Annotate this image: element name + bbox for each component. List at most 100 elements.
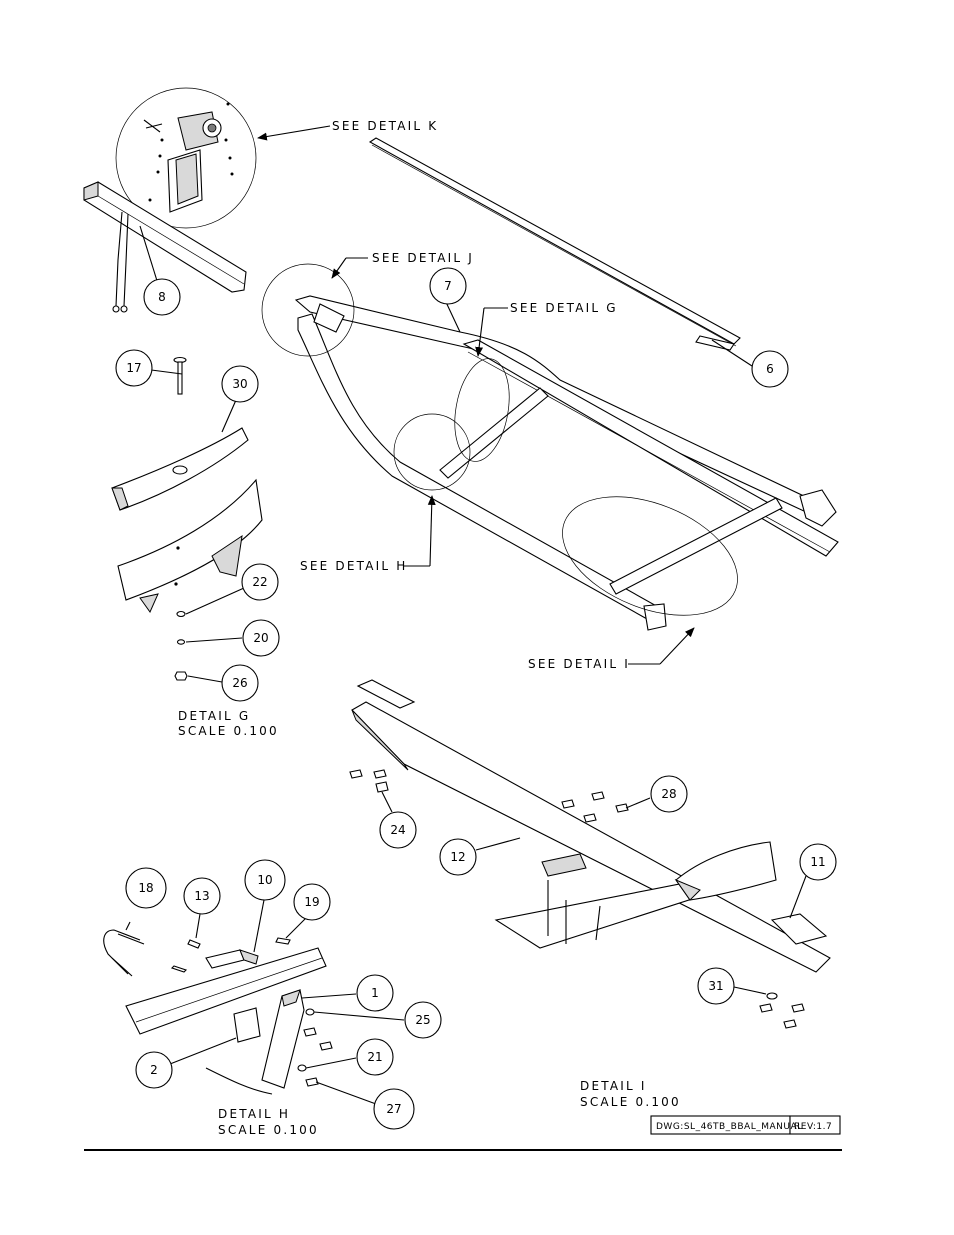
detail-i-title: DETAIL I xyxy=(580,1079,647,1093)
safety-chain-right xyxy=(123,213,129,307)
handle-18 xyxy=(103,929,141,975)
washer-21 xyxy=(297,1064,307,1072)
detail-i-parts xyxy=(349,679,831,1029)
balloon-13 xyxy=(183,877,221,915)
tongue-assembly xyxy=(83,181,247,313)
balloon-24 xyxy=(379,811,417,849)
balloon-13-leader xyxy=(195,913,201,939)
balloon-11-label: 11 xyxy=(810,855,825,869)
detail-h-section-curve xyxy=(205,1067,273,1095)
detail-h-scale: SCALE 0.100 xyxy=(218,1123,319,1137)
balloon-10 xyxy=(244,859,286,901)
washer-25 xyxy=(305,1008,315,1016)
balloon-8-label: 8 xyxy=(158,290,166,304)
bracket-10 xyxy=(205,949,245,969)
balloon-31-label: 31 xyxy=(708,979,723,993)
washer-31 xyxy=(766,992,778,1000)
balloon-2-leader xyxy=(169,1037,237,1065)
balloon-20-leader xyxy=(185,637,243,643)
balloon-7-label: 7 xyxy=(444,279,452,293)
balloon-28 xyxy=(650,775,688,813)
balloon-12 xyxy=(439,838,477,876)
balloon-20-label: 20 xyxy=(253,631,268,645)
balloon-19-label: 19 xyxy=(304,895,319,909)
balloon-1 xyxy=(356,974,394,1012)
washer-22 xyxy=(176,610,186,618)
detail-k-boundary xyxy=(115,87,257,229)
safety-chain-left xyxy=(115,211,123,307)
balloon-10-label: 10 xyxy=(257,873,272,887)
balloon-6 xyxy=(751,350,789,388)
winch-post-base xyxy=(313,303,345,333)
balloon-27-label: 27 xyxy=(386,1102,401,1116)
bracket-plate-top xyxy=(356,679,416,709)
nut-26 xyxy=(174,671,188,681)
balloon-6-label: 6 xyxy=(766,362,774,376)
detail-g-boundary xyxy=(454,358,510,462)
balloon-1-leader xyxy=(301,993,357,999)
balloon-13-label: 13 xyxy=(194,889,209,903)
balloon-10-leader xyxy=(253,899,265,953)
cross-member-rear xyxy=(609,497,783,595)
detail-j-boundary xyxy=(261,263,355,357)
balloon-31 xyxy=(697,967,735,1005)
balloon-30-leader xyxy=(221,399,237,433)
u-bolt-3 xyxy=(595,905,601,941)
detail-h-title: DETAIL H xyxy=(218,1107,290,1121)
frame-rail-lower xyxy=(297,313,661,625)
detail-h-parts xyxy=(103,929,333,1095)
revision-cell xyxy=(789,1115,841,1135)
balloon-27 xyxy=(373,1088,415,1130)
detail-g-callout: SEE DETAIL G xyxy=(510,301,618,315)
detail-i-leader xyxy=(659,627,695,665)
balloon-30-label: 30 xyxy=(232,377,247,391)
balloon-25-leader xyxy=(313,1011,405,1021)
detail-k-callout: SEE DETAIL K xyxy=(332,119,438,133)
bunk-board xyxy=(368,137,741,345)
detail-g-scale: SCALE 0.100 xyxy=(178,724,279,738)
balloon-21 xyxy=(356,1038,394,1076)
balloon-8 xyxy=(143,278,181,316)
rear-bracket-upper xyxy=(799,489,837,527)
detail-j-leader xyxy=(331,257,347,279)
balloon-12-label: 12 xyxy=(450,850,465,864)
balloon-11 xyxy=(799,843,837,881)
bolt-13 xyxy=(187,939,201,949)
drawing-number: DWG:SL_46TB_BBAL_MANUAL xyxy=(656,1122,803,1132)
balloon-17-label: 17 xyxy=(126,361,141,375)
detail-i-boundary xyxy=(562,496,738,616)
balloon-2-label: 2 xyxy=(150,1063,158,1077)
detail-k-view xyxy=(115,87,257,229)
balloon-20 xyxy=(242,619,280,657)
detail-g-title: DETAIL G xyxy=(178,709,250,723)
balloon-19-leader xyxy=(285,917,307,939)
balloon-7-leader xyxy=(444,299,461,333)
balloon-18 xyxy=(125,867,167,909)
detail-g-leader xyxy=(475,307,485,357)
nut-24a xyxy=(349,769,363,779)
balloon-21-label: 21 xyxy=(367,1050,382,1064)
balloon-11-leader xyxy=(789,875,807,919)
balloon-1-label: 1 xyxy=(371,986,379,1000)
balloon-26-leader xyxy=(187,675,223,683)
detail-h-callout: SEE DETAIL H xyxy=(300,559,408,573)
balloon-18-leader xyxy=(125,921,131,931)
balloon-24-leader xyxy=(381,791,393,813)
balloon-27-leader xyxy=(315,1081,377,1105)
balloon-22-label: 22 xyxy=(252,575,267,589)
detail-h-leader xyxy=(427,495,436,567)
frame-bunk xyxy=(462,339,839,557)
rear-bracket-lower xyxy=(643,603,667,631)
balloon-25 xyxy=(404,1001,442,1039)
balloon-8-leader xyxy=(139,225,159,285)
balloon-31-leader xyxy=(733,986,767,995)
detail-h-boundary xyxy=(393,413,471,491)
balloon-25-label: 25 xyxy=(415,1013,430,1027)
detail-i-callout: SEE DETAIL I xyxy=(528,657,630,671)
detail-g-parts xyxy=(111,356,263,681)
revision-number: REV:1.7 xyxy=(794,1122,832,1132)
balloon-12-leader xyxy=(475,837,521,851)
balloon-17 xyxy=(115,349,153,387)
balloon-30 xyxy=(221,365,259,403)
trailer-frame-7 xyxy=(294,295,839,631)
